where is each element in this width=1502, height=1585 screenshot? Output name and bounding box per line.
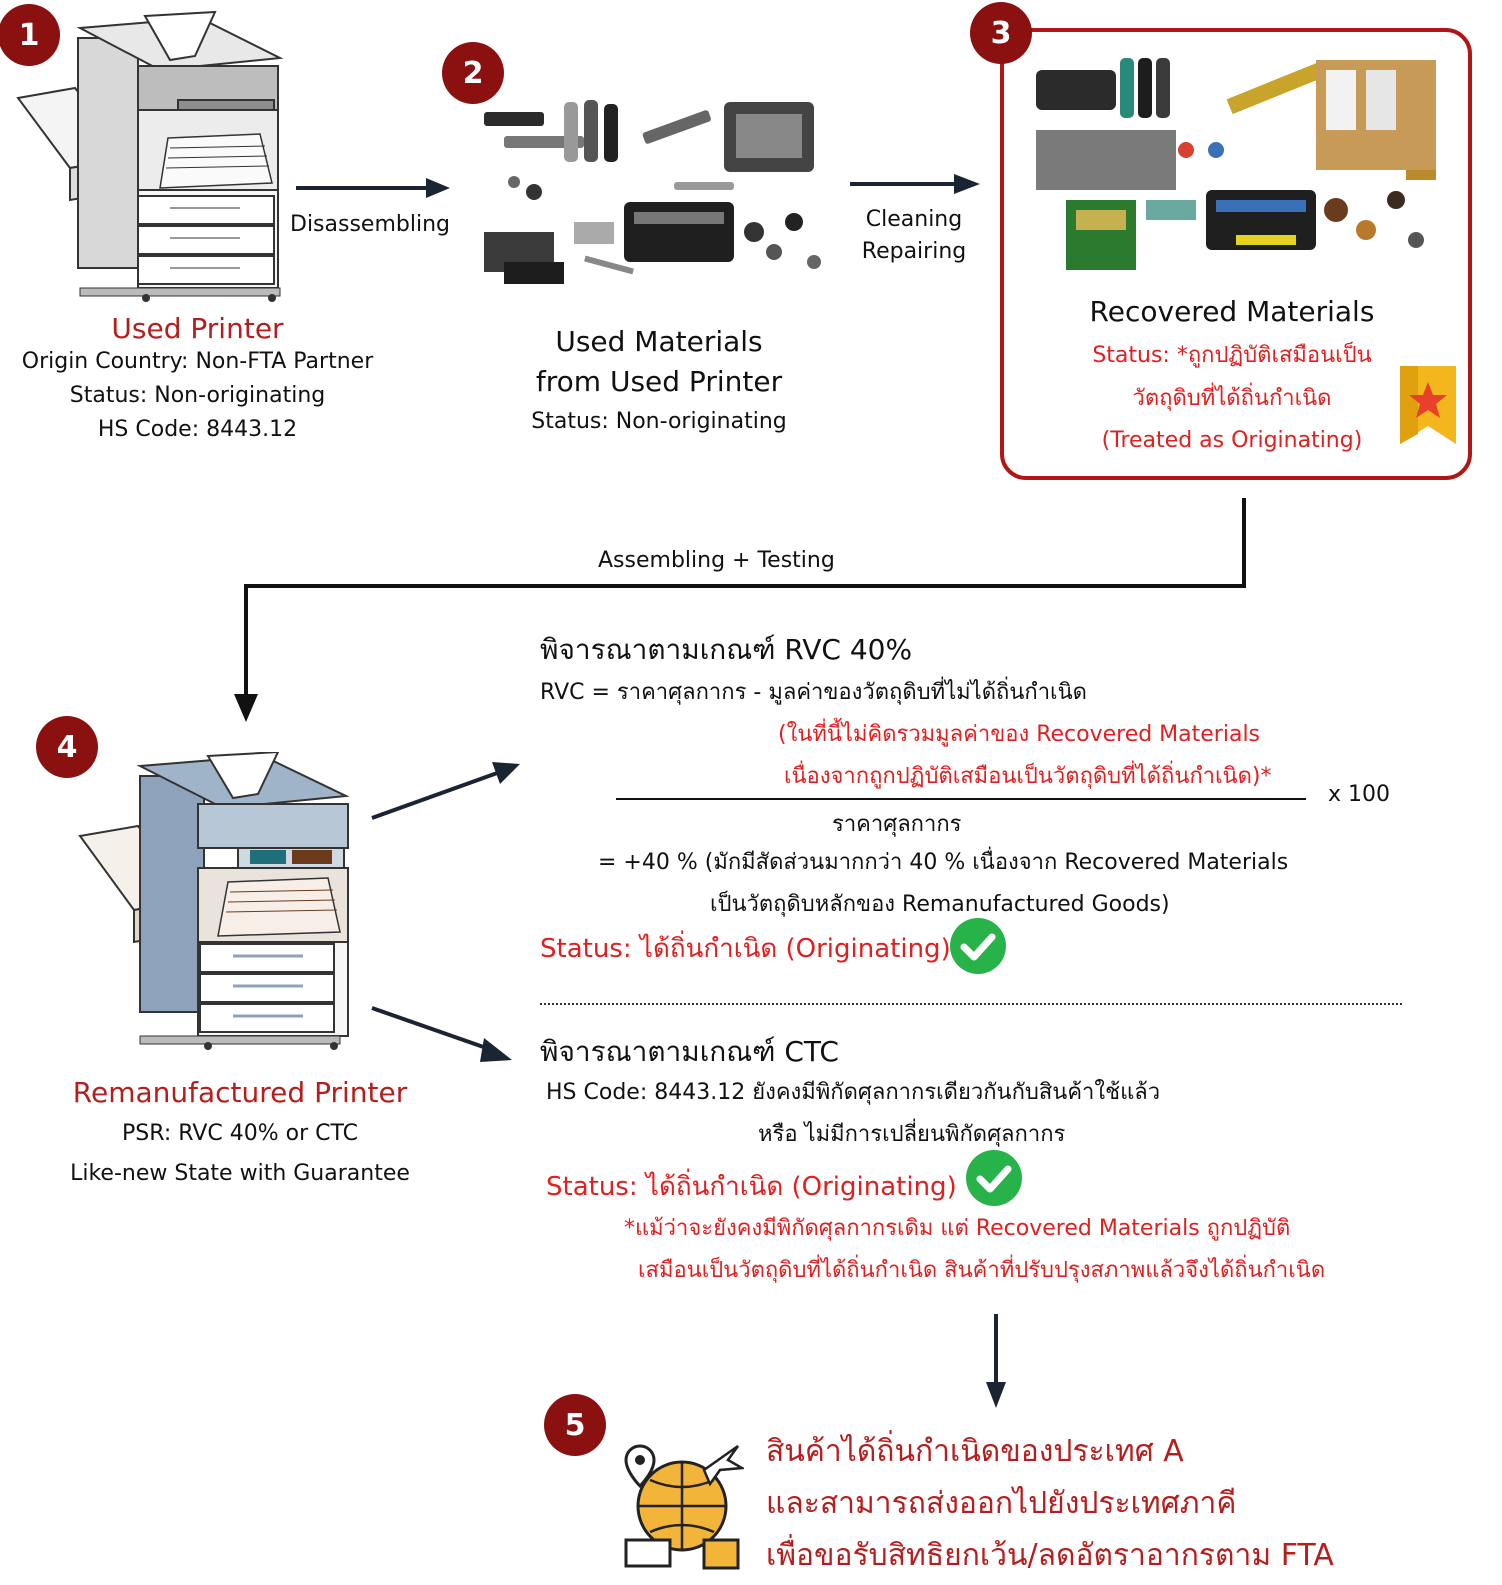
recovered-materials-icon (1036, 58, 1436, 270)
rvc-heading: พิจารณาตามเกณฑ์ RVC 40% (540, 633, 913, 666)
label-disassembling: Disassembling (290, 212, 450, 237)
arrow-to-rvc (371, 762, 520, 820)
step1-hs-code: HS Code: 8443.12 (97, 417, 298, 442)
ctc-note-line1: *แม้ว่าจะยังคงมีพิกัดศุลกากรเดิม แต่ Rec… (624, 1216, 1291, 1241)
step1-status: Status: Non-originating (69, 383, 326, 408)
step-badge-1: 1 (0, 4, 60, 66)
step2-title-line1: Used Materials (555, 325, 763, 358)
ctc-status: Status: ได้ถิ่นกำเนิด (Originating) (546, 1172, 957, 1202)
arrow-assembling-testing (234, 498, 1246, 722)
step5-line1: สินค้าได้ถิ่นกำเนิดของประเทศ A (766, 1434, 1184, 1469)
rvc-multiplier: x 100 (1328, 782, 1391, 807)
ctc-note-line2: เสมือนเป็นวัตถุดิบที่ได้ถิ่นกำเนิด สินค้… (638, 1258, 1326, 1283)
recovered-materials-box (1000, 28, 1472, 480)
arrow-to-export (986, 1314, 1006, 1408)
step-badge-3: 3 (970, 2, 1032, 64)
arrow-disassembling (296, 178, 450, 198)
step4-title: Remanufactured Printer (72, 1076, 408, 1109)
rvc-formula: RVC = ราคาศุลกากร - มูลค่าของวัตถุดิบที่… (540, 680, 1087, 705)
fraction-line (616, 798, 1306, 800)
step5-line3: เพื่อขอรับสิทธิยกเว้น/ลดอัตราอากรตาม FTA (766, 1538, 1334, 1573)
label-assembling-testing: Assembling + Testing (598, 548, 835, 573)
used-printer-icon (16, 10, 284, 302)
step3-status-line3: (Treated as Originating) (1101, 428, 1363, 453)
label-repairing: Repairing (861, 239, 967, 264)
step-badge-5: 5 (544, 1394, 606, 1456)
ctc-heading: พิจารณาตามเกณฑ์ CTC (540, 1035, 839, 1068)
label-cleaning: Cleaning (865, 207, 963, 232)
arrow-cleaning-repairing (850, 174, 980, 194)
rvc-denominator: ราคาศุลกากร (832, 812, 962, 837)
star-bookmark-icon (1400, 366, 1456, 444)
rvc-note-line2: เนื่องจากถูกปฏิบัติเสมือนเป็นวัตถุดิบที่… (784, 764, 1272, 789)
rvc-check-icon (950, 918, 1006, 974)
step1-title: Used Printer (111, 312, 284, 345)
step3-status-line1: Status: *ถูกปฏิบัติเสมือนเป็น (1092, 343, 1372, 368)
ctc-check-icon (966, 1150, 1022, 1206)
step-badge-2: 2 (442, 42, 504, 104)
step1-origin: Origin Country: Non-FTA Partner (21, 349, 374, 374)
rvc-status: Status: ได้ถิ่นกำเนิด (Originating) (540, 934, 951, 964)
rvc-note-line1: (ในที่นี้ไม่คิดรวมมูลค่าของ Recovered Ma… (778, 722, 1261, 747)
rvc-result-line2: เป็นวัตถุดิบหลักของ Remanufactured Goods… (710, 892, 1170, 917)
step2-title-line2: from Used Printer (535, 365, 783, 398)
step-badge-4: 4 (36, 716, 98, 778)
ctc-line2: หรือ ไม่มีการเปลี่ยนพิกัดศุลกากร (758, 1122, 1066, 1147)
global-export-icon (624, 1444, 744, 1570)
step4-condition: Like-new State with Guarantee (70, 1161, 410, 1186)
section-divider (540, 1003, 1402, 1005)
used-materials-icon (484, 100, 821, 284)
ctc-line1: HS Code: 8443.12 ยังคงมีพิกัดศุลกากรเดีย… (546, 1080, 1161, 1105)
step5-line2: และสามารถส่งออกไปยังประเทศภาคี (766, 1486, 1237, 1521)
step3-title: Recovered Materials (1089, 295, 1375, 328)
remanufactured-printer-icon (78, 752, 350, 1050)
step4-psr: PSR: RVC 40% or CTC (122, 1121, 358, 1146)
rvc-result-line1: = +40 % (มักมีสัดส่วนมากกว่า 40 % เนื่อง… (598, 850, 1289, 875)
step2-status: Status: Non-originating (531, 409, 787, 434)
arrow-to-ctc (371, 1006, 512, 1062)
step3-status-line2: วัตถุดิบที่ได้ถิ่นกำเนิด (1132, 386, 1332, 411)
